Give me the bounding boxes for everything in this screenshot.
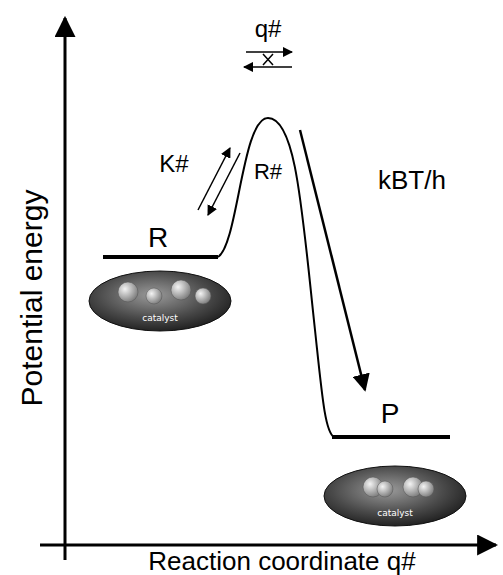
adsorbed-atom	[418, 481, 434, 497]
forward-arrow	[246, 51, 292, 53]
catalyst-ellipse: catalyst	[323, 465, 467, 527]
rate-arrow	[300, 130, 365, 390]
state-label: R	[148, 224, 168, 252]
adsorbed-atom	[377, 481, 393, 497]
state-label: R#	[254, 161, 282, 183]
catalyst-body	[89, 271, 231, 331]
y-axis	[64, 18, 67, 560]
equilibrium-arrow-up	[198, 148, 230, 210]
axis-title: Reaction coordinate q#	[148, 548, 415, 574]
state-label: P	[381, 400, 400, 428]
catalyst-label: catalyst	[323, 508, 467, 518]
catalyst-body	[324, 466, 466, 526]
axis-title: Potential energy	[17, 190, 47, 407]
coordinate-label: q#	[255, 17, 282, 41]
x-axis	[40, 544, 496, 547]
equilibrium-label: K#	[159, 152, 188, 176]
rate-label: kBT/h	[378, 167, 446, 193]
adsorbed-atom	[195, 288, 211, 304]
catalyst-label: catalyst	[88, 313, 232, 323]
energy-curve	[218, 118, 334, 437]
catalyst-ellipse: catalyst	[88, 270, 232, 332]
product-level	[332, 435, 450, 439]
reactant-level	[103, 255, 218, 259]
cross-mark	[263, 54, 273, 65]
equilibrium-arrow-down	[208, 153, 240, 215]
adsorbed-atom	[146, 288, 162, 304]
adsorbed-atom	[171, 280, 191, 300]
backward-arrow	[244, 66, 292, 68]
adsorbed-atom	[118, 282, 138, 302]
